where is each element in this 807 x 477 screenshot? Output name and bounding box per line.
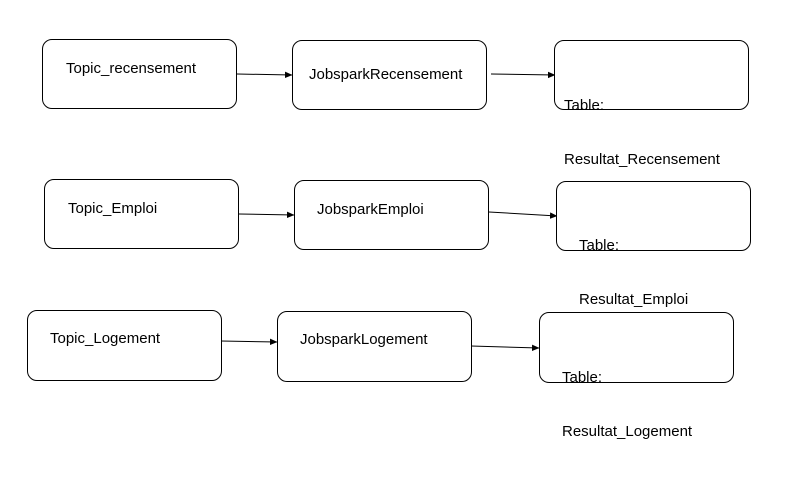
jobspark-recensement-box: JobsparkRecensement (292, 40, 487, 110)
arrow-job-logement-to-table (470, 344, 540, 351)
jobspark-recensement-label: JobsparkRecensement (309, 66, 463, 83)
arrow-topic-logement-to-job (220, 338, 278, 346)
table-recensement-line2: Resultat_Recensement (564, 151, 720, 168)
table-recensement-line1: Table: (564, 97, 605, 114)
table-recensement-box: Table: Resultat_Recensement (554, 40, 749, 168)
jobspark-logement-box: JobsparkLogement (277, 311, 472, 382)
arrow-topic-recensement-to-job (236, 71, 293, 79)
table-emploi-line1: Table: (579, 237, 620, 254)
table-emploi-box: Table: Resultat_Emploi (556, 181, 751, 308)
topic-recensement-box: Topic_recensement (42, 39, 237, 109)
topic-logement-box: Topic_Logement (27, 310, 222, 381)
table-emploi-label: Table: Resultat_Emploi (579, 201, 688, 345)
table-logement-label: Table: Resultat_Logement (562, 333, 692, 477)
table-logement-line2: Resultat_Logement (562, 423, 693, 440)
topic-emploi-label: Topic_Emploi (68, 200, 158, 217)
connectors-layer (220, 71, 558, 351)
table-emploi-line2: Resultat_Emploi (579, 291, 689, 308)
topic-emploi-box: Topic_Emploi (44, 179, 239, 249)
topic-logement-label: Topic_Logement (50, 330, 161, 347)
arrow-job-recensement-to-table (490, 71, 556, 79)
topic-recensement-label: Topic_recensement (66, 60, 197, 77)
table-logement-box: Table: Resultat_Logement (539, 312, 734, 440)
jobspark-logement-label: JobsparkLogement (300, 331, 428, 348)
table-logement-line1: Table: (562, 369, 603, 386)
table-recensement-label: Table: Resultat_Recensement (564, 61, 720, 205)
jobspark-emploi-label: JobsparkEmploi (317, 201, 424, 218)
arrow-job-emploi-to-table (488, 211, 558, 219)
jobspark-emploi-box: JobsparkEmploi (294, 180, 489, 250)
pipeline-diagram: Topic_recensement JobsparkRecensement Ta… (27, 39, 751, 440)
arrow-topic-emploi-to-job (238, 211, 295, 219)
